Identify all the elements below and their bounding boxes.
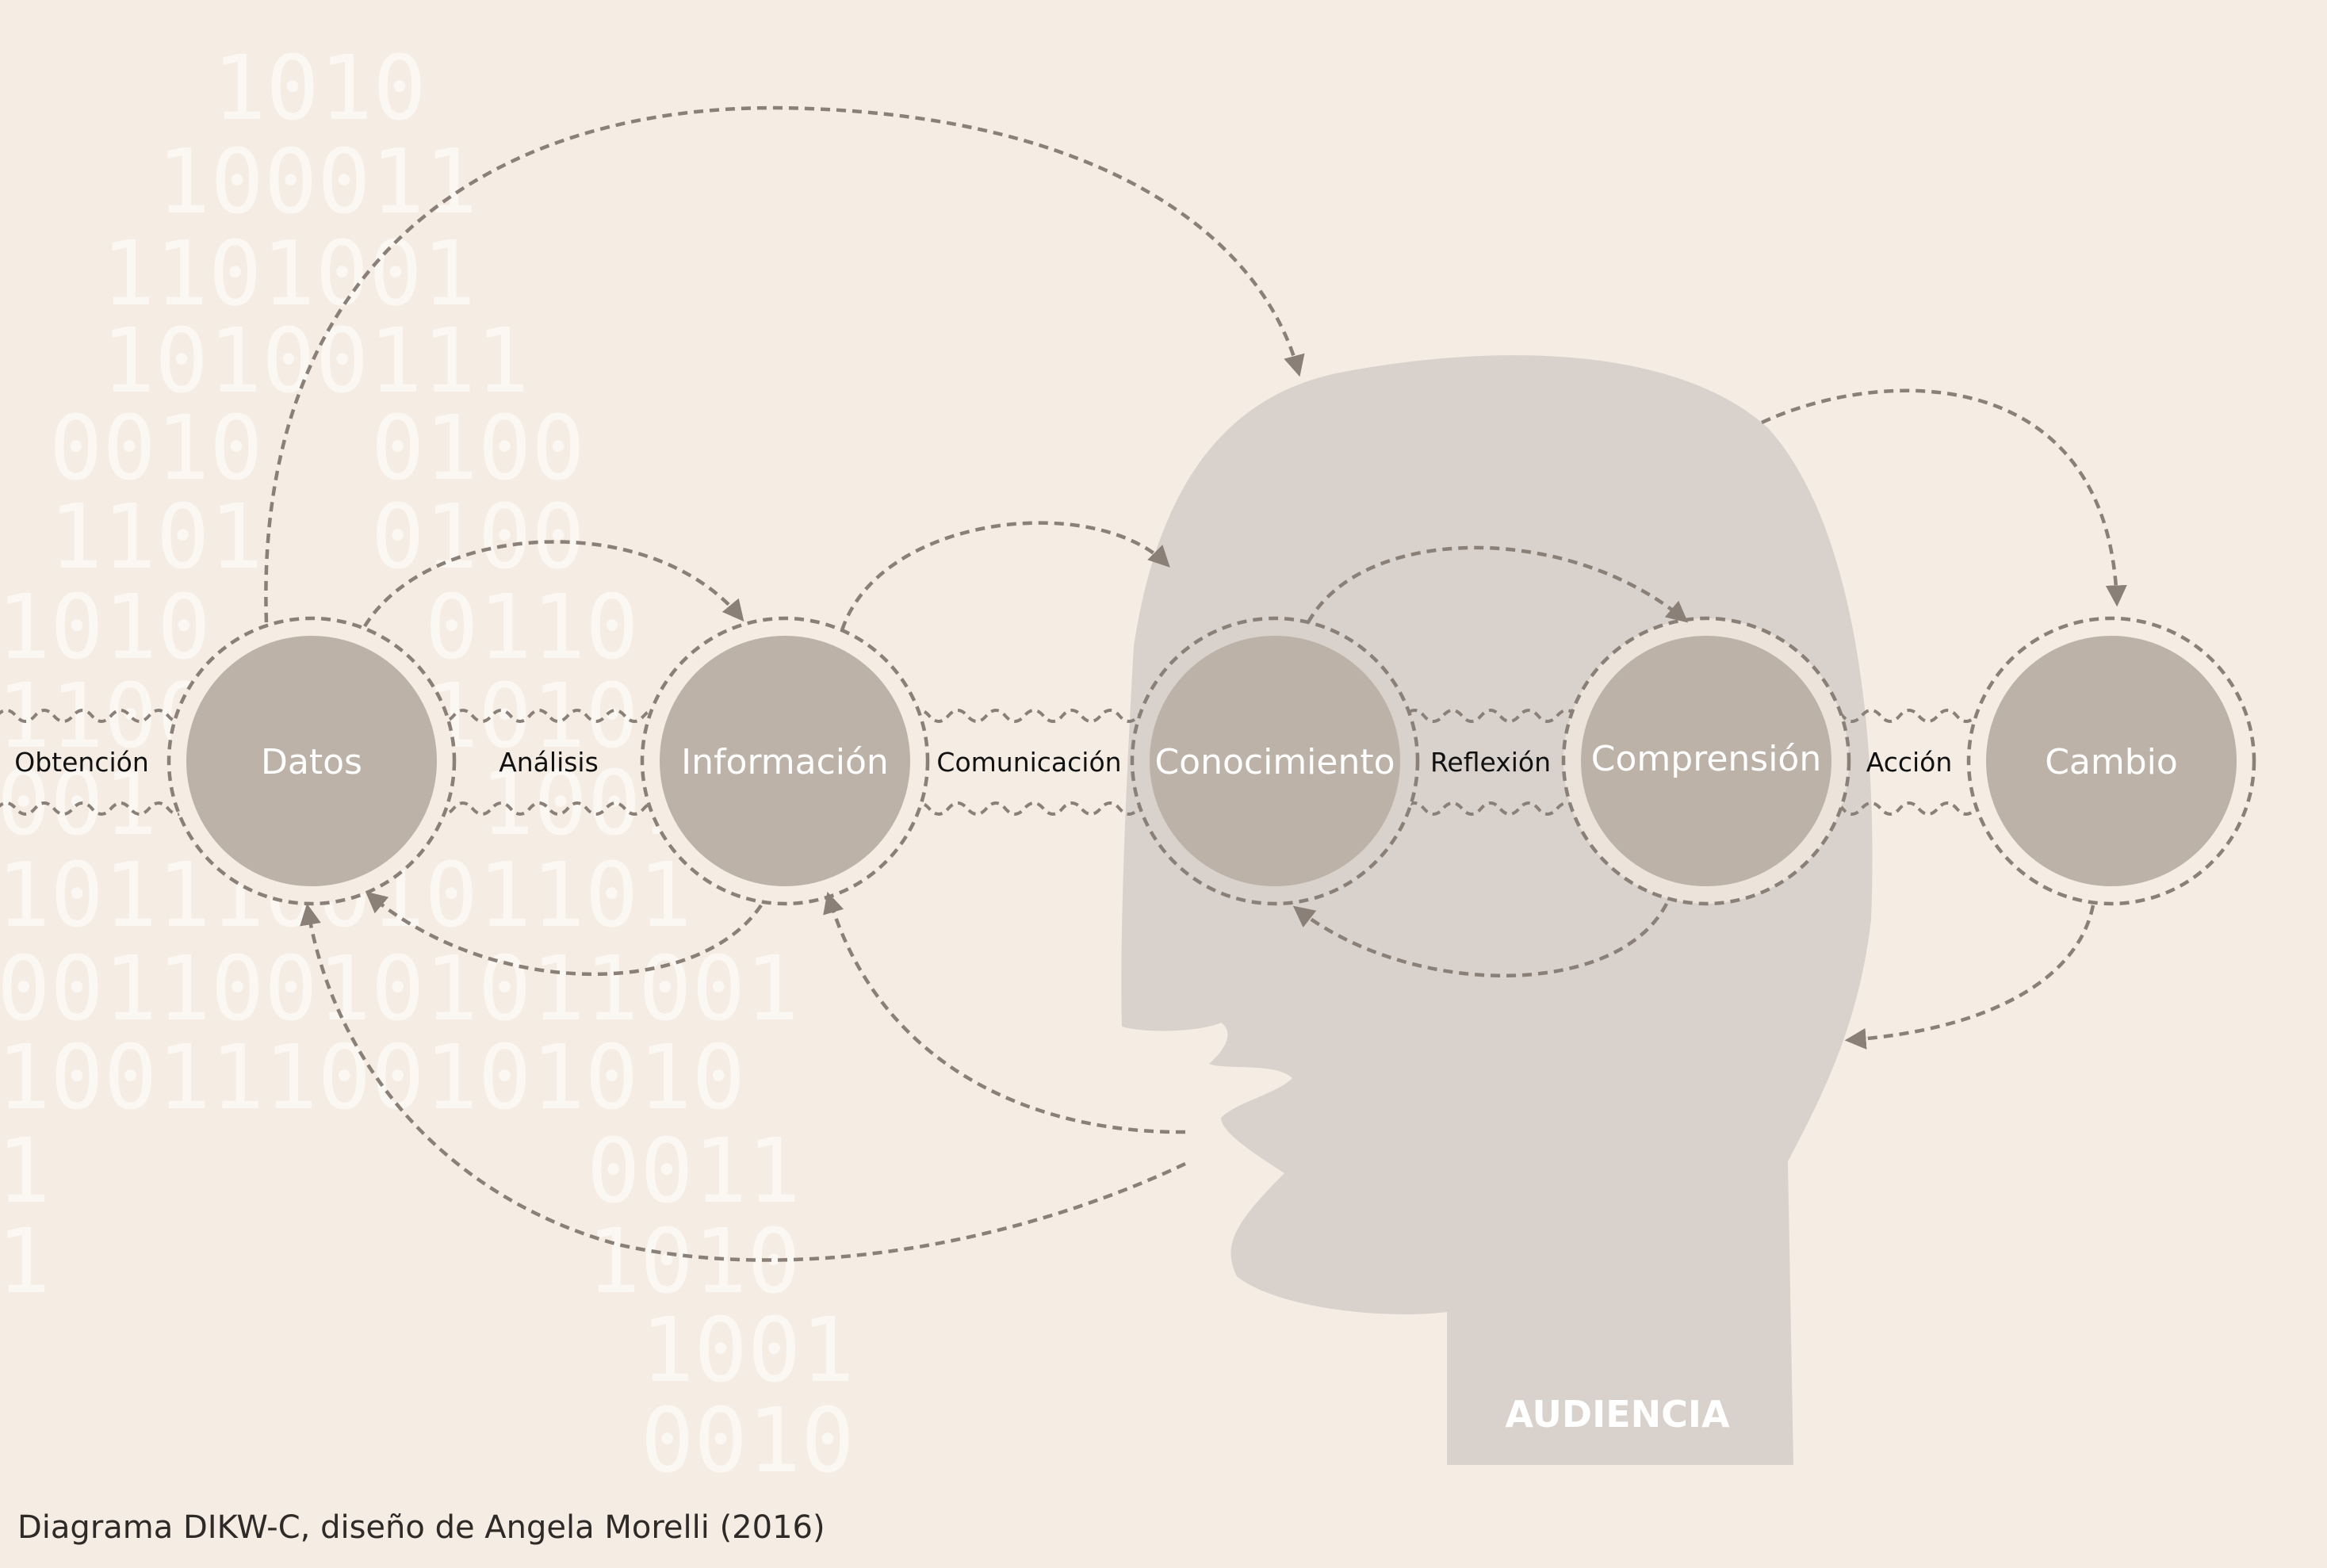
arrow-datos-to-informacion (363, 540, 744, 628)
figure-caption: Diagrama DIKW-C, diseño de Angela Morell… (17, 1509, 825, 1546)
node-label-comprension: Comprensión (1591, 739, 1821, 779)
binary-line: 1010 (587, 1210, 801, 1314)
node-dashed-ring (1966, 616, 2256, 906)
node-label-cambio: Cambio (2045, 742, 2178, 782)
node-datos: Datos (166, 616, 457, 906)
arrow-head-to-cambio (1761, 388, 2127, 607)
audience-head-silhouette (1121, 355, 1873, 1466)
node-circle (1150, 636, 1400, 886)
process-label-obtencion: Obtención (14, 747, 149, 778)
feedback-arrows (264, 105, 2127, 1262)
binary-line: 1 (0, 1210, 50, 1314)
arrow-informacion-to-conocimiento (840, 521, 1170, 631)
binary-line: 1101 (49, 486, 263, 589)
background-binary: 1010 100011 1101001 10100111 0010 0100 1… (0, 37, 855, 1493)
binary-line: 0010 (49, 397, 263, 500)
node-circle (186, 636, 437, 886)
audience-label: AUDIENCIA (1505, 1393, 1730, 1436)
binary-line: 1001 (641, 1299, 855, 1402)
arrow-conocimiento-to-comprension (1307, 545, 1689, 624)
process-label-comunicacion: Comunicación (936, 747, 1121, 778)
arrow-informacion-to-datos (365, 891, 763, 977)
node-informacion: Información (640, 616, 930, 906)
process-label-accion: Acción (1866, 747, 1953, 778)
arrow-datos-to-head (264, 105, 1305, 623)
process-label-reflexion: Reflexión (1430, 747, 1551, 778)
arrow-head-to-datos (300, 903, 1186, 1262)
binary-line: 001100101011001 (0, 938, 798, 1041)
binary-line: 0011 (587, 1120, 801, 1223)
node-cambio: Cambio (1966, 616, 2256, 906)
binary-line: 100011 (157, 131, 478, 234)
binary-line: 0100 (371, 397, 585, 500)
node-circle (1581, 636, 1831, 886)
binary-line: 10011100101010 (0, 1027, 745, 1130)
process-labels: Obtención Análisis Comunicación Reflexió… (14, 747, 1952, 778)
node-circle (1986, 636, 2237, 886)
node-dashed-ring (1130, 616, 1420, 906)
binary-line: 10100111 (101, 310, 529, 413)
binary-line: 0100 (371, 486, 585, 589)
binary-line: 0110 (425, 576, 639, 679)
node-dashed-ring (640, 616, 930, 906)
binary-line: 1 (0, 1120, 50, 1223)
node-label-conocimiento: Conocimiento (1154, 742, 1395, 782)
node-label-informacion: Información (681, 742, 889, 782)
binary-line: 0010 (641, 1390, 855, 1493)
process-label-analisis: Análisis (499, 747, 599, 778)
arrow-cambio-to-head (1844, 904, 2095, 1050)
stream-bottom-line (0, 801, 2225, 816)
binary-line: 1101001 (101, 223, 476, 326)
binary-line: 1010 (212, 37, 427, 140)
node-circle (660, 636, 910, 886)
binary-line: 1010 (0, 576, 211, 679)
node-dashed-ring (1561, 616, 1851, 906)
node-comprension: Comprensión (1561, 616, 1851, 906)
node-conocimiento: Conocimiento (1130, 616, 1420, 906)
arrow-head-to-informacion (823, 891, 1186, 1134)
node-label-datos: Datos (261, 742, 362, 782)
